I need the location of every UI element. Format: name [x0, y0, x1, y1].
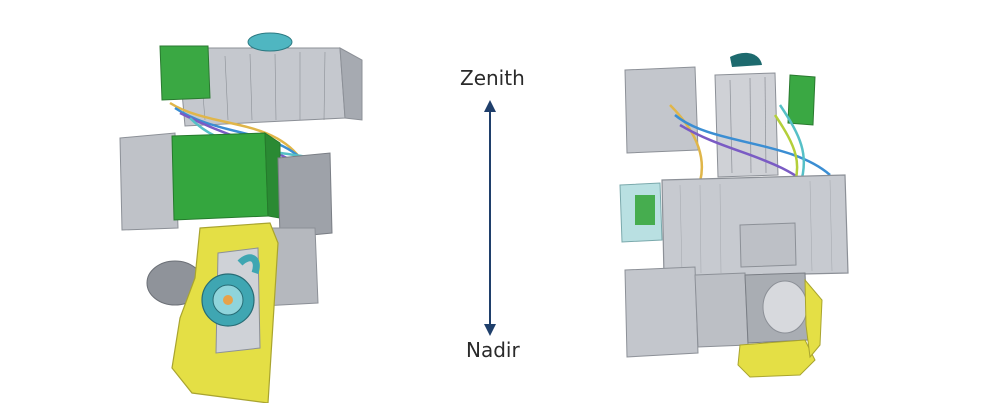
instrument-render-right	[619, 52, 849, 378]
zenith-label: Zenith	[460, 66, 525, 90]
zenith-nadir-arrow	[484, 100, 496, 336]
instrument-render-left	[119, 32, 363, 403]
nadir-label: Nadir	[466, 338, 520, 362]
